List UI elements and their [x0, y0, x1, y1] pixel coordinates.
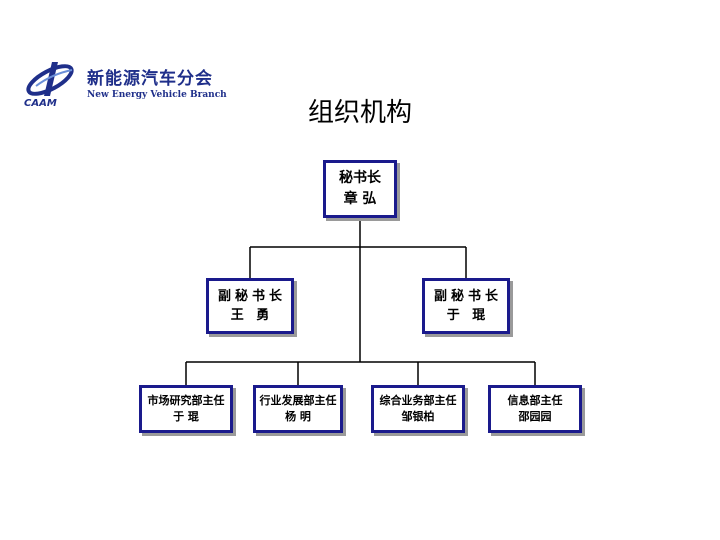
org-node-general-business: 综合业务部主任 邹银柏 [371, 385, 465, 433]
org-node-industry-development: 行业发展部主任 杨 明 [253, 385, 343, 433]
node-name: 王 勇 [230, 308, 274, 323]
node-name: 邹银柏 [401, 410, 435, 423]
node-role: 副秘书长 [433, 288, 502, 304]
svg-text:CAAM: CAAM [24, 98, 57, 108]
node-name: 杨 明 [285, 410, 311, 423]
node-role: 行业发展部主任 [259, 393, 337, 407]
node-role: 副秘书长 [217, 288, 286, 304]
brand-name-cn: 新能源汽车分会 [87, 69, 213, 89]
node-role: 市场研究部主任 [147, 393, 225, 407]
node-name: 章 弘 [343, 191, 377, 207]
org-node-deputy-2: 副秘书长 于 琨 [422, 278, 510, 334]
page-title: 组织机构 [307, 98, 412, 128]
org-node-market-research: 市场研究部主任 于 琨 [139, 385, 233, 433]
node-role: 信息部主任 [507, 393, 563, 407]
brand-name-en: New Energy Vehicle Branch [87, 90, 227, 100]
org-node-information: 信息部主任 邵园园 [488, 385, 582, 433]
node-role: 综合业务部主任 [379, 393, 457, 407]
node-name: 于 琨 [173, 410, 199, 423]
node-name: 邵园园 [518, 410, 552, 423]
node-role: 秘书长 [339, 170, 381, 186]
caam-logo: CAAM [22, 56, 82, 109]
org-node-secretary-general: 秘书长 章 弘 [323, 160, 397, 218]
org-node-deputy-1: 副秘书长 王 勇 [206, 278, 294, 334]
node-name: 于 琨 [446, 308, 490, 323]
